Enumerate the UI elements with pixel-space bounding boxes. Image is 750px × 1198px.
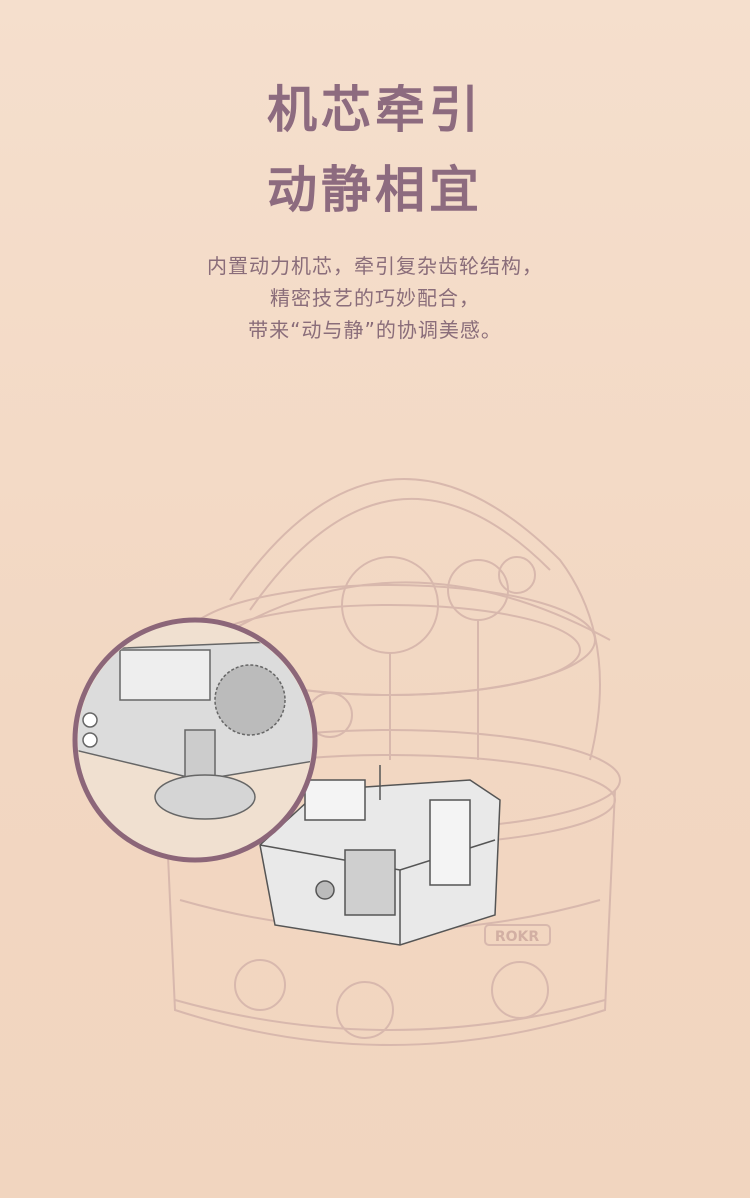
description-line2: 精密技艺的巧妙配合，	[270, 286, 480, 310]
brand-logo: ROKR	[495, 929, 540, 945]
page-title-line2: 动静相宜	[267, 161, 483, 219]
description: 内置动力机芯，牵引复杂齿轮结构， 精密技艺的巧妙配合， 带来“动与静”的协调美感…	[0, 250, 750, 346]
music-box-movement	[259, 765, 501, 946]
product-illustration: ROKR	[72, 478, 621, 1046]
description-line3: 带来“动与静”的协调美感。	[248, 318, 502, 342]
magnified-detail-view	[72, 617, 318, 863]
description-line1: 内置动力机芯，牵引复杂齿轮结构，	[207, 254, 543, 278]
page-title-line1: 机芯牵引	[267, 81, 483, 139]
